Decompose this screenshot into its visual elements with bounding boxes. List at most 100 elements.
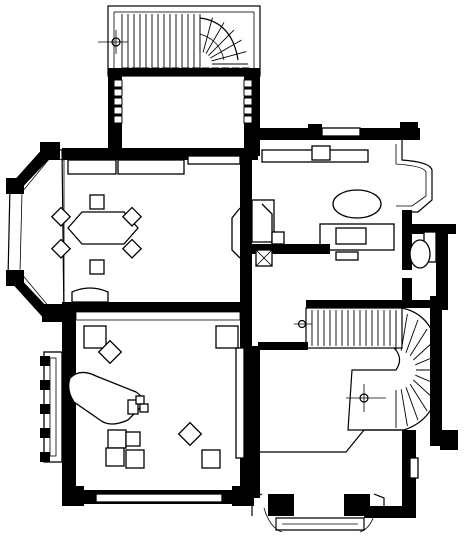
dining-sideboard: [67, 159, 117, 175]
grand-piano: [68, 371, 143, 425]
tower-window-block: [113, 88, 123, 97]
dining-bay-wall-1: [10, 148, 52, 192]
stair-flight-treads: [311, 310, 397, 346]
salon-stool-1: [135, 395, 145, 405]
stair-spiral-inner: [370, 347, 401, 371]
tower-outline: [107, 5, 261, 77]
salon-sofa-1: [105, 447, 125, 467]
tower-window-block: [243, 97, 253, 106]
salon-side-table-2: [125, 431, 141, 447]
kitchen-range: [311, 145, 331, 161]
hall-column-right: [344, 494, 370, 516]
tower-left-window-blocks: [113, 79, 123, 124]
hall-north-wall: [258, 342, 308, 350]
salon-window-post: [40, 428, 50, 438]
hall-column-left: [268, 494, 294, 516]
compass-marker-flight: [294, 319, 312, 329]
music-salon: [40, 306, 254, 506]
stair-spiral-tread: [400, 313, 408, 351]
salon-window-post: [40, 356, 50, 366]
kitchen: [248, 122, 433, 304]
main-staircase: [294, 300, 458, 450]
stair-spiral-tread: [409, 383, 428, 412]
hall-east-wall: [402, 430, 416, 518]
dining-chair-se: [121, 238, 143, 259]
tower-winder-tread: [205, 22, 225, 54]
wc-toilet-bowl: [409, 239, 431, 269]
salon-stool-2: [139, 403, 149, 413]
kitchen-north-pier-r: [400, 122, 418, 140]
wc: [409, 224, 456, 310]
tower-base-wall: [108, 68, 260, 76]
tower-window-block: [243, 79, 253, 88]
kitchen-window: [321, 127, 361, 137]
dining-chair-nw: [50, 206, 72, 227]
kitchen-east-wall: [402, 210, 412, 270]
tower-window-block: [113, 97, 123, 106]
stair-spiral-tread: [400, 389, 408, 427]
tower-right-window-blocks: [243, 79, 253, 124]
entrance-balustrade-right: [373, 493, 385, 516]
kitchen-bay-window-inner: [395, 144, 427, 207]
salon-sofa-2: [125, 449, 145, 469]
salon-window-post: [40, 404, 50, 414]
kitchen-box-x2: [255, 249, 273, 267]
kitchen-small-cabinet: [271, 231, 285, 245]
dining-chair-ne: [121, 206, 143, 227]
salon-window-posts: [40, 356, 50, 462]
compass-marker-north: [98, 30, 128, 54]
kitchen-bay-window: [401, 140, 433, 213]
tower-window-block: [113, 115, 123, 124]
kitchen-sink: [335, 227, 367, 245]
tower-window-block: [113, 106, 123, 115]
wc-east-wall: [436, 224, 448, 304]
hall-side-window: [409, 457, 419, 479]
tower-winder-tread: [211, 51, 247, 62]
stair-flight-outline: [305, 307, 403, 349]
compass-marker-stair: [346, 384, 386, 412]
dining-sideboard-3: [187, 155, 241, 165]
tower-window-block: [113, 79, 123, 88]
north-stair-tower: [98, 5, 261, 156]
kitchen-west-wall-stub: [248, 140, 258, 160]
stair-spiral-tread: [405, 319, 419, 353]
tower-winder-tread: [208, 29, 235, 56]
kitchen-north-pier-l: [308, 124, 322, 138]
piano-bench: [127, 399, 139, 415]
entrance-hall: [248, 342, 419, 533]
salon-fireplace: [235, 347, 245, 459]
salon-armchair-2: [177, 421, 203, 447]
salon-corner-ne: [215, 325, 239, 349]
kitchen-door-sill: [335, 251, 359, 261]
tower-stair-treads: [121, 14, 250, 76]
stair-spiral-tread: [409, 328, 428, 357]
stair-landing: [347, 369, 370, 431]
stair-east-pier: [440, 430, 458, 450]
tower-winder: [199, 17, 239, 61]
salon-window-post: [40, 380, 50, 390]
dining-chair-s: [89, 259, 105, 275]
dining-bay-wall-2: [8, 274, 50, 320]
dining-sideboard-2: [117, 159, 185, 175]
dining-fireplace: [231, 207, 241, 259]
wc-north-wall: [410, 224, 456, 234]
stair-north-wall: [306, 300, 436, 308]
salon-sw-pier: [62, 486, 84, 506]
dining-chair-sw: [50, 238, 72, 259]
stair-spiral-tread: [405, 387, 419, 421]
hall-south-wall: [364, 506, 414, 518]
tower-winder-tread: [202, 17, 213, 53]
dining-chair-n1: [89, 194, 105, 210]
entrance-balustrade-left: [251, 493, 263, 516]
salon-south-window: [95, 493, 223, 503]
salon-corner-nw: [83, 325, 107, 349]
salon-north-inner: [75, 311, 241, 321]
dining-armchair: [71, 287, 109, 303]
kitchen-east-wall-lower: [402, 278, 412, 304]
entrance-steps-arc: [263, 507, 377, 533]
hall-west-wall: [248, 346, 260, 498]
salon-window-post: [40, 452, 50, 462]
kitchen-south-wall: [250, 244, 330, 254]
dining-south-wall: [62, 302, 252, 312]
